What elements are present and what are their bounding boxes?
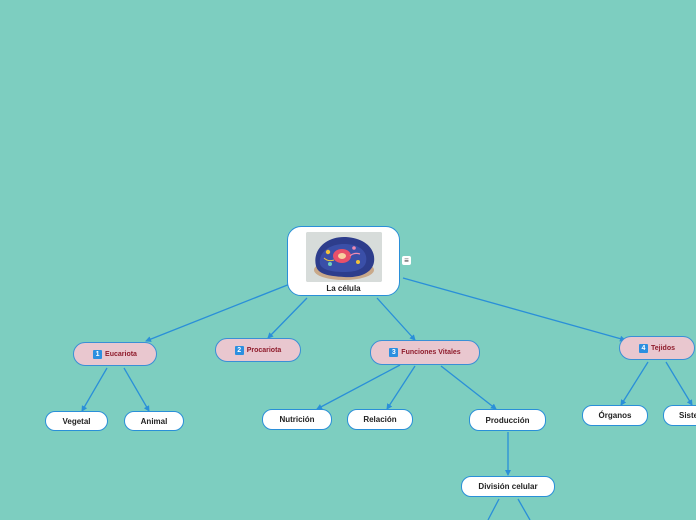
number-badge: 2 [234,345,244,355]
link-division-child-1 [487,498,500,520]
branch-label: Eucariota [105,350,137,358]
cell-image [306,232,382,282]
root-node[interactable]: La célula [287,226,400,296]
branch-tejidos[interactable]: 4 Tejidos [619,336,695,360]
branch-eucariota[interactable]: 1 Eucariota [73,342,157,366]
number-badge: 4 [639,343,648,353]
number-badge: 1 [93,349,103,359]
node-organos[interactable]: Órganos [582,405,648,426]
link-root-funciones [376,297,416,341]
number-badge: 3 [389,348,399,357]
link-tejidos-organos [620,361,649,406]
link-tejidos-siste [665,361,693,406]
link-root-procariota [267,297,308,339]
node-relacion[interactable]: Relación [347,409,413,430]
link-funciones-nutricion [316,364,401,410]
branch-label: Procariota [246,346,282,354]
root-title: La célula [326,284,361,293]
branch-label: Funciones Vitales [401,349,461,356]
node-nutricion[interactable]: Nutrición [262,409,332,430]
branch-procariota[interactable]: 2 Procariota [215,338,301,362]
node-animal[interactable]: Animal [124,411,184,431]
branch-label: Tejidos [651,344,675,352]
link-root-eucariota [145,283,291,342]
link-root-tejidos [402,277,626,342]
link-division-child-2 [517,498,531,520]
link-eucariota-animal [123,367,150,412]
link-funciones-relacion [386,365,416,410]
link-eucariota-vegetal [81,367,108,412]
link-funciones-produccion [440,365,497,410]
node-vegetal[interactable]: Vegetal [45,411,108,431]
node-siste[interactable]: Siste [663,405,696,426]
node-produccion[interactable]: Producción [469,409,546,431]
menu-icon[interactable]: ≡ [402,256,411,265]
branch-funciones-vitales[interactable]: 3 Funciones Vitales [370,340,480,365]
node-division-celular[interactable]: División celular [461,476,555,497]
